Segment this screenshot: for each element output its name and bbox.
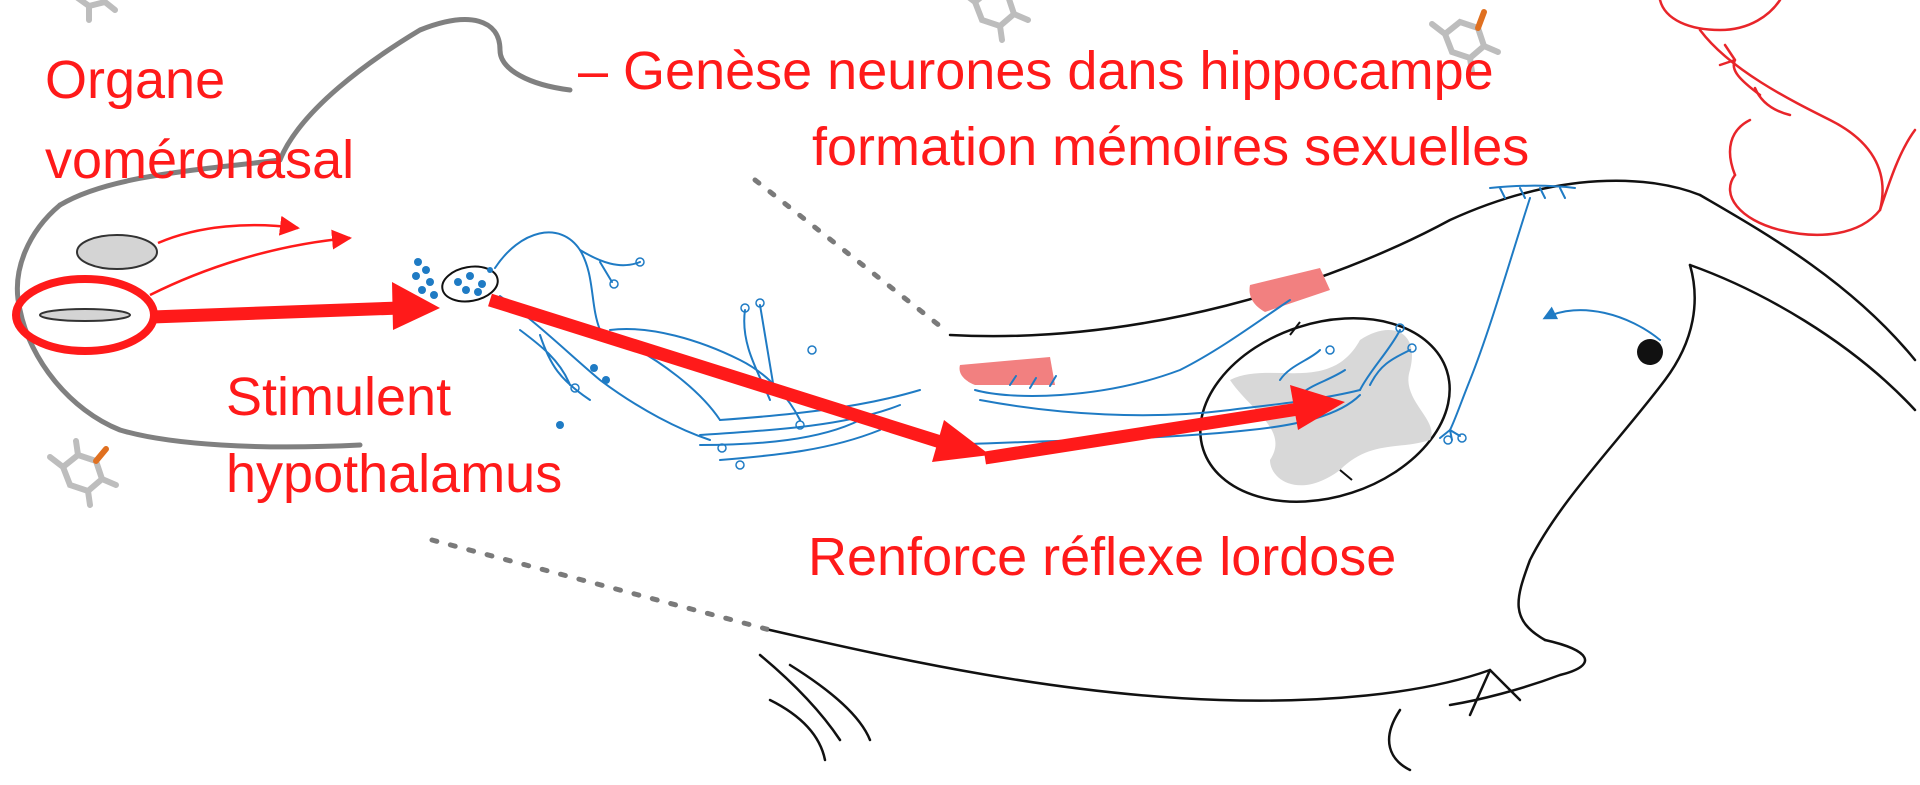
neuron-network bbox=[495, 186, 1660, 460]
molecule-icon bbox=[75, 0, 115, 20]
stimulate-label-line1: Stimulent bbox=[226, 370, 451, 424]
lordosis-label: Renforce réflexe lordose bbox=[808, 530, 1396, 584]
vomeronasal-label-line2: voméronasal bbox=[45, 133, 354, 187]
thin-projection-arrows bbox=[150, 225, 350, 295]
memory-label: formation mémoires sexuelles bbox=[812, 120, 1529, 174]
spine-point bbox=[1637, 339, 1663, 365]
mouse-outline-icon bbox=[1660, 0, 1915, 235]
molecule-icon bbox=[962, 0, 1028, 40]
vomeronasal-label-line1: Organe bbox=[45, 53, 225, 107]
molecule-icon bbox=[50, 441, 116, 505]
vomeronasal-organ bbox=[16, 235, 157, 351]
genesis-label: – Genèse neurones dans hippocampe bbox=[578, 44, 1494, 98]
stimulate-label-line2: hypothalamus bbox=[226, 447, 562, 501]
